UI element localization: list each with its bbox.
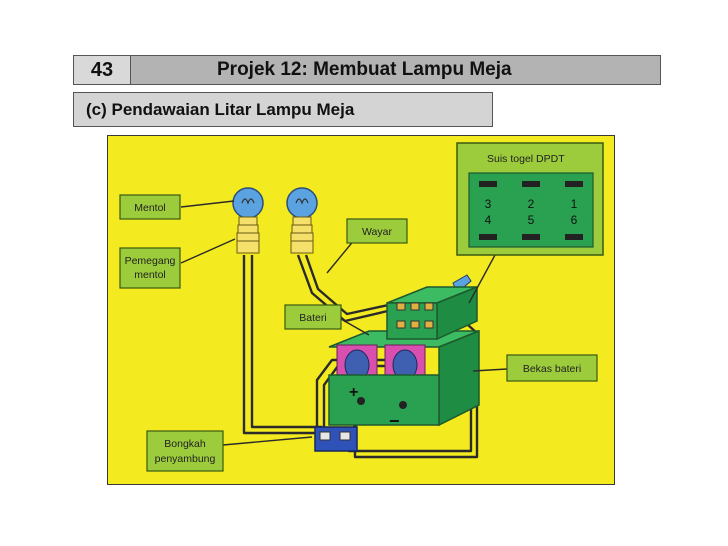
label-mentol-box (119, 194, 181, 220)
label-bekas-bateri: Bekas bateri (523, 363, 581, 375)
bulb-2-holder (292, 216, 312, 226)
terminal-label: 5 (528, 213, 535, 227)
bulb-2-filament (295, 198, 309, 205)
switch-terminal (396, 302, 406, 311)
switch-inset-title: Suis togel DPDT (487, 153, 565, 165)
switch-terminal (396, 320, 406, 329)
section-title: (c) Pendawaian Litar Lampu Meja (73, 92, 493, 127)
wiring-diagram: + − Mentol Pemegang m (107, 135, 615, 485)
label-wayar-box (346, 218, 408, 244)
minus-sign: − (389, 411, 400, 431)
connector-block (314, 426, 358, 452)
plus-sign: + (349, 384, 358, 401)
label-bateri: Bateri (299, 312, 326, 324)
label-bongkah-line2: penyambung (155, 453, 216, 465)
switch-inset: Suis togel DPDT 3 2 1 4 5 6 (456, 142, 604, 256)
bulb-1 (232, 187, 264, 254)
switch-terminal (410, 320, 420, 329)
label-pemegang-box (119, 247, 181, 289)
label-mentol: Mentol (134, 202, 166, 214)
wire-right-a (353, 316, 479, 459)
battery-terminal-plus (357, 397, 365, 405)
wire-bulb1-b (250, 255, 322, 429)
switch-terminal (424, 302, 434, 311)
switch-terminal (424, 320, 434, 329)
bulb-1-filament (241, 198, 255, 205)
label-bateri-box (284, 304, 342, 330)
label-bongkah-line1: Bongkah (164, 438, 206, 450)
switch-terminal (410, 302, 420, 311)
terminal-label: 3 (485, 197, 492, 211)
wire-bulb1-a (242, 255, 322, 435)
project-number: 43 (73, 55, 131, 85)
dpdt-switch (386, 274, 478, 341)
label-wayar: Wayar (362, 226, 392, 238)
label-pemegang-line2: mentol (134, 269, 166, 281)
label-pemegang-line1: Pemegang (125, 255, 176, 267)
label-bekas-bateri-box (506, 354, 598, 382)
wire-bulb2-b (304, 254, 394, 316)
terminal-label: 2 (528, 197, 535, 211)
bulb-2 (286, 187, 318, 254)
terminal-label: 6 (571, 213, 578, 227)
terminal-label: 1 (571, 197, 578, 211)
label-bongkah-box (146, 430, 224, 472)
battery-case: + − (328, 329, 480, 431)
bulb-1-holder (238, 216, 258, 226)
project-title: Projek 12: Membuat Lampu Meja (131, 55, 661, 85)
battery-terminal-minus (399, 401, 407, 409)
terminal-label: 4 (485, 213, 492, 227)
leader-lines (180, 200, 508, 446)
